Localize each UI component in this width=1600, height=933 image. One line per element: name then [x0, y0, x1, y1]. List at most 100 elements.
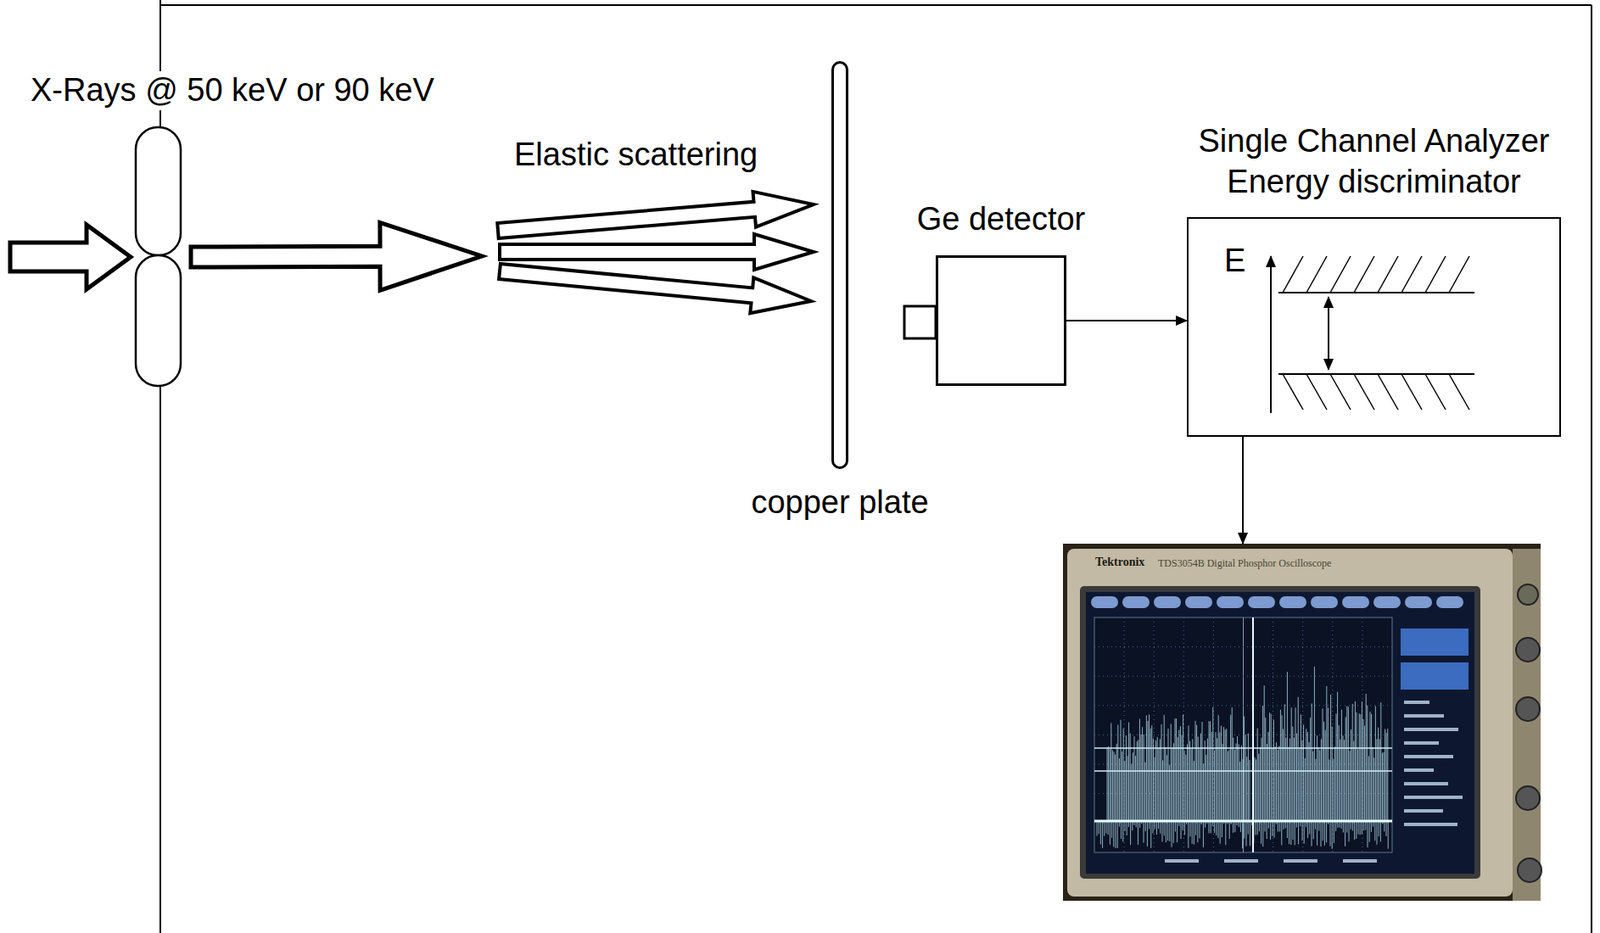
menu-button — [1404, 596, 1433, 609]
menu-button — [1436, 596, 1464, 609]
menu-button — [1185, 596, 1213, 609]
knob — [1516, 637, 1540, 662]
graticule-grid — [1094, 617, 1393, 853]
screen-frame — [1079, 586, 1481, 879]
beam-label: X-Rays @ 50 keV or 90 keV — [28, 71, 437, 111]
trigger-line — [1252, 617, 1254, 853]
hatch-line — [1377, 374, 1399, 410]
analyzer-title: Single Channel Analyzer Energy discrimin… — [1162, 120, 1587, 203]
frame-line — [1590, 5, 1593, 933]
knob — [1517, 584, 1539, 605]
menu-button — [1090, 596, 1119, 609]
readout-line — [1342, 859, 1377, 863]
readout-line — [1404, 795, 1463, 800]
beam-arrow — [498, 263, 812, 314]
energy-axis — [1269, 256, 1272, 414]
hatch-line — [1401, 374, 1422, 410]
readout-box — [1400, 662, 1469, 690]
bezel — [1067, 548, 1513, 897]
readout-line — [1283, 859, 1318, 863]
scattering-label: Elastic scattering — [512, 135, 760, 175]
grid-line — [1094, 734, 1393, 736]
signal-traces — [1094, 617, 1393, 853]
slit-jaw — [135, 127, 181, 256]
cursor-line — [1094, 747, 1393, 750]
oscilloscope: Tektronix TDS3054B Digital Phosphor Oscil… — [1062, 543, 1541, 901]
copper-plate: copper plate — [831, 61, 849, 470]
detector-label: Ge detector — [917, 200, 1086, 240]
frame-line — [160, 4, 1592, 6]
hatch-line — [1377, 256, 1399, 293]
signal-connector — [1066, 319, 1187, 322]
menu-button — [1310, 596, 1338, 609]
grid-line — [1094, 646, 1393, 648]
readout-line — [1404, 809, 1444, 813]
grid-line — [1094, 822, 1393, 824]
slit-jaw — [135, 255, 181, 387]
screen — [1085, 592, 1475, 874]
menu-bar — [1090, 596, 1464, 609]
energy-discriminator: Single Channel Analyzer Energy discrimin… — [1186, 217, 1561, 437]
readout-line — [1404, 700, 1430, 705]
discriminator-symbol — [1270, 256, 1475, 414]
hatch-line — [1401, 256, 1422, 293]
detector-window — [904, 306, 936, 339]
signal-connector — [1241, 436, 1244, 544]
readout-line — [1404, 741, 1439, 745]
graticule — [1094, 617, 1393, 853]
hatch-line — [1330, 256, 1351, 293]
readout-line — [1404, 768, 1434, 773]
beam-arrows — [10, 191, 814, 314]
menu-button — [1216, 596, 1244, 609]
hatch-line — [1353, 256, 1375, 293]
knob — [1516, 697, 1540, 722]
cursor-line — [1094, 770, 1393, 773]
readout-line — [1164, 859, 1199, 863]
upper-threshold — [1278, 291, 1475, 294]
readout-line — [1404, 755, 1454, 759]
window-arrow — [1327, 296, 1330, 370]
grid-line — [1094, 676, 1393, 677]
hatch-line — [1425, 374, 1446, 410]
readout-line — [1404, 822, 1458, 827]
lower-threshold — [1278, 373, 1475, 375]
menu-button — [1153, 596, 1181, 609]
oscilloscope-picture — [1062, 543, 1542, 901]
readout-line — [1224, 859, 1259, 863]
readout-line — [1404, 727, 1459, 732]
hatch-line — [1330, 374, 1351, 410]
hatch-line — [1306, 256, 1327, 293]
model-text: TDS3054B Digital Phosphor Oscilloscope — [1158, 557, 1332, 570]
hatch — [1282, 256, 1470, 293]
beam-arrow — [10, 224, 131, 290]
beam-arrow — [190, 222, 482, 291]
hatch-line — [1425, 256, 1446, 293]
photo-ground — [1062, 543, 1541, 901]
baseline — [1094, 820, 1393, 823]
hatch-line — [1282, 374, 1304, 410]
menu-button — [1342, 596, 1370, 609]
knob — [1516, 786, 1540, 811]
brand-text: Tektronix — [1095, 555, 1145, 571]
hatch-line — [1282, 256, 1304, 293]
readout-line — [1404, 714, 1444, 718]
menu-button — [1373, 596, 1401, 609]
hatch-line — [1353, 374, 1375, 410]
knob — [1517, 858, 1542, 883]
menu-button — [1247, 596, 1276, 609]
menu-button — [1122, 596, 1150, 609]
ge-detector: Ge detector — [935, 255, 1067, 387]
hatch-line — [1448, 256, 1470, 293]
plate-label: copper plate — [750, 483, 929, 523]
axis-label: E — [1224, 241, 1246, 281]
control-panel — [1512, 548, 1541, 901]
readout-line — [1404, 782, 1449, 786]
hatch-line — [1448, 374, 1470, 410]
menu-button — [1279, 596, 1307, 609]
hatch — [1282, 374, 1470, 410]
readout-box — [1400, 628, 1469, 656]
grid-line — [1094, 704, 1393, 706]
hatch-line — [1306, 374, 1327, 410]
